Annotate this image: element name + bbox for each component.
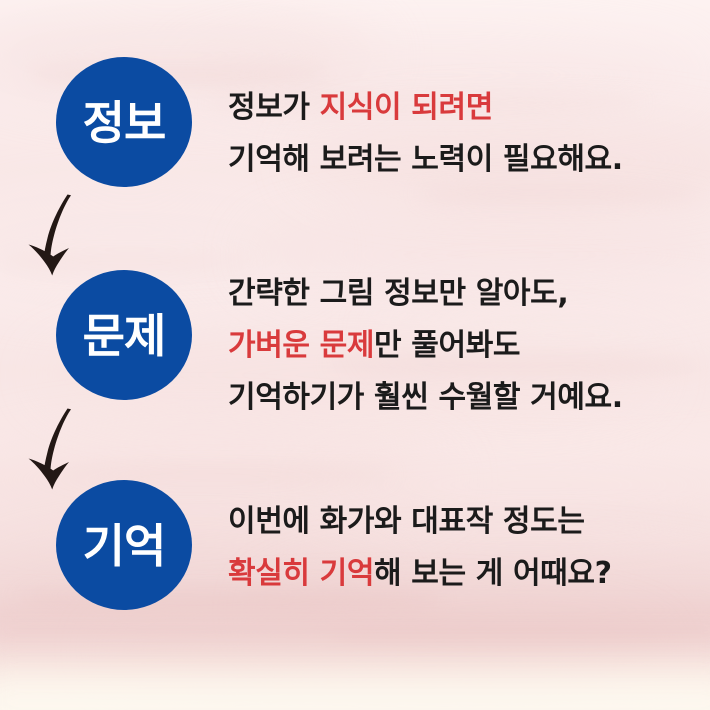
text-segment-highlight: 가벼운 문제 [228,328,375,363]
text-line: 기억해 보려는 노력이 필요해요. [228,134,698,186]
text-segment: 해 보는 게 어때요? [374,556,612,591]
step-text-information: 정보가 지식이 되려면 기억해 보려는 노력이 필요해요. [228,82,698,186]
arrow-down-icon [22,406,82,492]
step-badge-memory[interactable]: 기억 [56,480,192,610]
step-text-memory: 이번에 화가와 대표작 정도는 확실히 기억해 보는 게 어때요? [228,496,698,600]
step-badge-label: 문제 [82,309,167,363]
text-segment: 간략한 그림 정보만 알아도, [228,276,569,311]
text-segment-highlight: 확실히 기억 [228,556,375,591]
text-segment-highlight: 지식이 되려면 [319,90,494,125]
text-segment: 정보가 [228,90,320,125]
text-line: 이번에 화가와 대표작 정도는 [228,496,698,548]
text-segment: 만 풀어봐도 [374,328,521,363]
text-line: 정보가 지식이 되려면 [228,82,698,134]
arrow-down-icon [22,192,82,278]
text-line: 기억하기가 훨씬 수월할 거예요. [228,372,698,424]
step-badge-information[interactable]: 정보 [56,57,192,187]
text-segment: 이번에 화가와 대표작 정도는 [228,504,585,539]
text-segment: 기억하기가 훨씬 수월할 거예요. [228,380,623,415]
text-line: 간략한 그림 정보만 알아도, [228,268,698,320]
text-segment: 기억해 보려는 노력이 필요해요. [228,142,623,177]
step-badge-problem[interactable]: 문제 [56,270,192,400]
step-badge-label: 기억 [82,519,167,573]
text-line: 가벼운 문제만 풀어봐도 [228,320,698,372]
text-line: 확실히 기억해 보는 게 어때요? [228,548,698,600]
step-text-problem: 간략한 그림 정보만 알아도, 가벼운 문제만 풀어봐도 기억하기가 훨씬 수월… [228,268,698,424]
step-badge-label: 정보 [82,96,167,150]
